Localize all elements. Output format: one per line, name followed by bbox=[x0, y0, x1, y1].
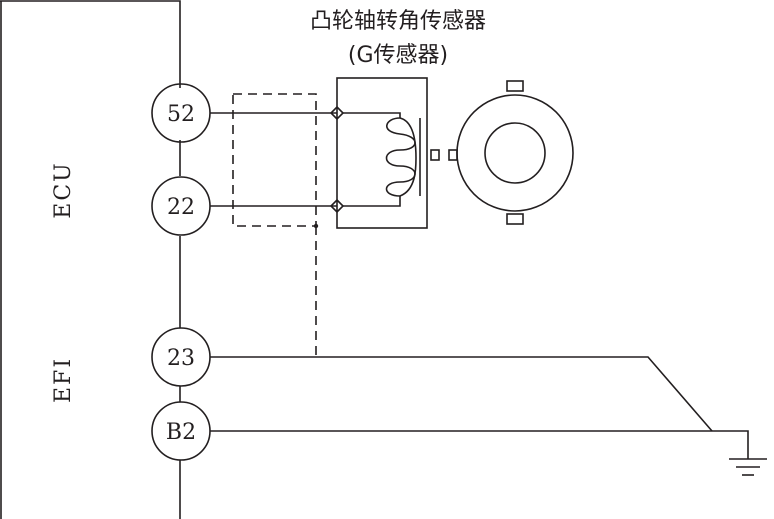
pin-B2-label: B2 bbox=[166, 420, 196, 445]
coil-lead-bottom bbox=[343, 196, 401, 207]
pin-23-label: 23 bbox=[167, 346, 195, 371]
ecu-box bbox=[0, 0, 181, 519]
efi-label: EFI bbox=[51, 357, 76, 403]
shield-junction-dot bbox=[313, 223, 319, 229]
connector-diamond-top bbox=[329, 105, 345, 121]
wire-23 bbox=[210, 356, 713, 432]
pin-B2: B2 bbox=[151, 401, 211, 461]
sensor-tip-square-1 bbox=[430, 149, 440, 161]
sensor-subtitle: (G传感器) bbox=[348, 43, 448, 68]
ground-icon bbox=[729, 458, 767, 476]
ecu-label: ECU bbox=[51, 161, 76, 218]
wire-B2 bbox=[210, 430, 749, 459]
pin-23: 23 bbox=[151, 327, 211, 387]
coil-lead-top bbox=[343, 112, 401, 118]
sensor-tip-square-2 bbox=[448, 149, 458, 161]
pickup-coil-icon bbox=[385, 117, 421, 197]
pin-22: 22 bbox=[151, 176, 211, 236]
connector-diamond-bottom bbox=[329, 198, 345, 214]
sensor-housing bbox=[336, 77, 428, 229]
pin-52: 52 bbox=[151, 83, 211, 143]
timing-rotor-icon bbox=[456, 80, 574, 225]
pin-52-label: 52 bbox=[167, 102, 195, 127]
sensor-title: 凸轮轴转角传感器 bbox=[310, 9, 486, 34]
pin-22-label: 22 bbox=[167, 195, 195, 220]
